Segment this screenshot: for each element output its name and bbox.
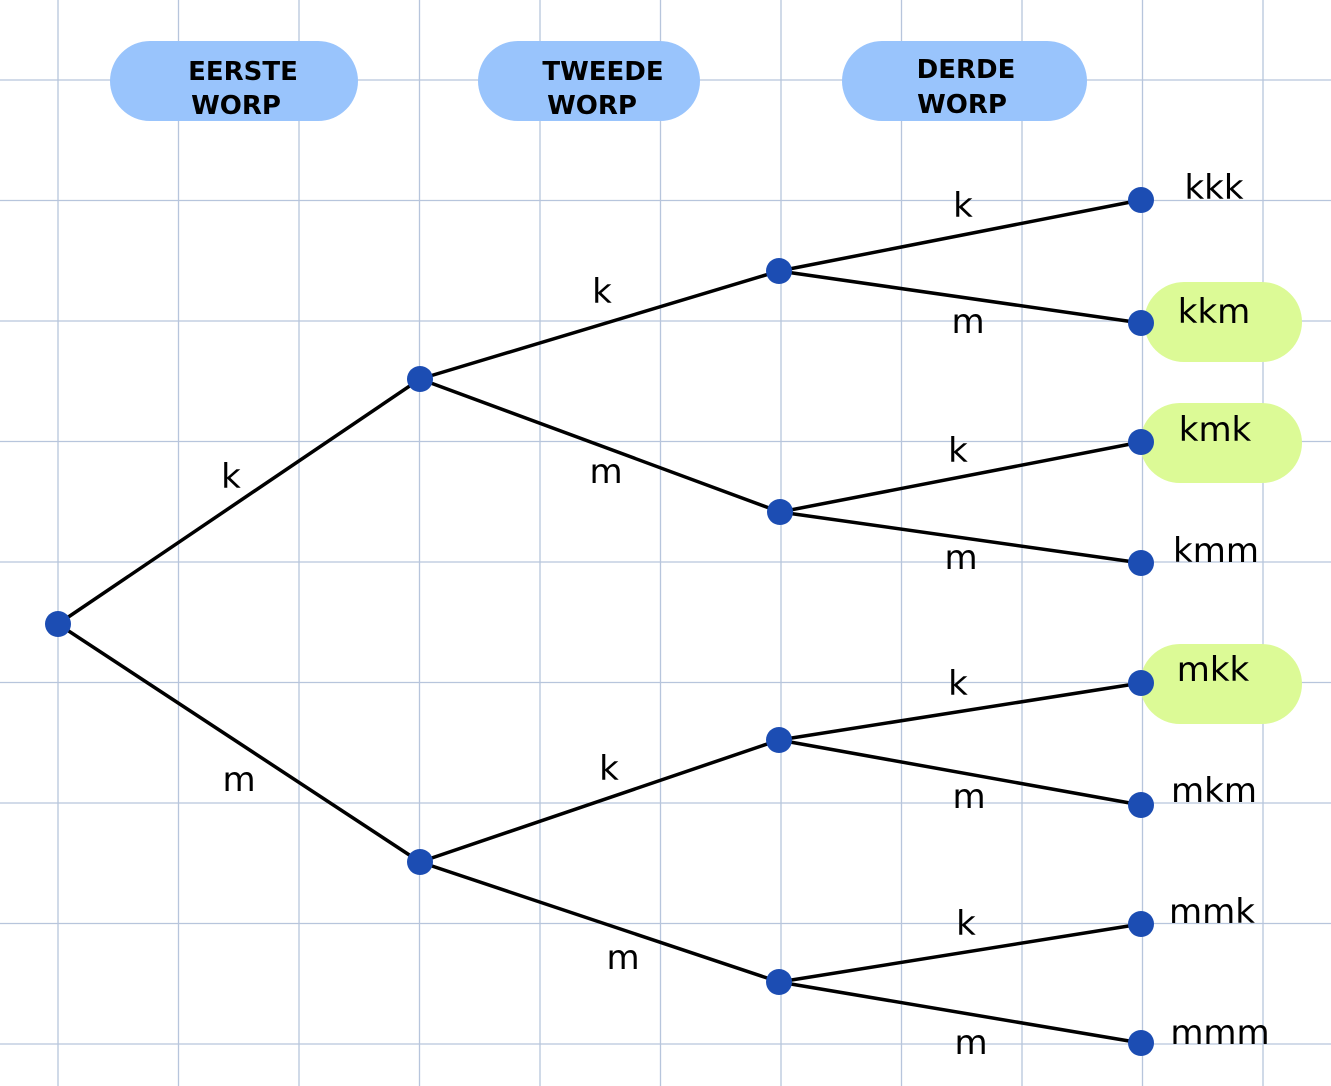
outcome-label: mmk [1169,892,1255,932]
header-line1: EERSTE [188,57,298,87]
leaf-node [1128,550,1154,576]
tree-node [407,366,433,392]
tree-node [407,849,433,875]
branch-label-k: k [221,457,241,497]
header-line2: WORP [191,91,281,121]
tree-node [766,969,792,995]
edge-third-m [777,980,1143,1045]
outcome-highlight [1140,403,1302,483]
edge-third-k [778,440,1143,514]
header-pill [110,41,358,121]
branch-label-m: m [944,538,977,578]
tree-edges [56,198,1143,1045]
branch-label-m: m [954,1023,987,1063]
edge-third-m [778,510,1143,565]
branch-label-m: m [222,760,255,800]
leaf-node [1128,792,1154,818]
branch-label-m: m [606,938,639,978]
outcome-highlight [1140,644,1302,724]
branch-label-k: k [956,904,976,944]
branch-label-k: k [948,664,968,704]
edge-first-m [56,622,422,864]
edge-third-m [777,269,1143,325]
branch-label-k: k [948,431,968,471]
header-line2: WORP [917,90,1007,120]
branch-labels: k m k m k m k m k m k m k m [221,186,987,1063]
tree-nodes [45,187,1154,1056]
edge-third-k [777,198,1143,273]
edge-third-k [777,681,1143,742]
outcome-labels: kkk kkm kmk kmm mkk mkm mmk mmm [1169,168,1270,1053]
edge-second-k [418,269,781,381]
edge-second-m [418,377,782,514]
outcome-label: kkk [1184,168,1243,208]
outcome-highlight [1144,282,1302,362]
edge-first-k [56,377,422,626]
outcome-label: mkk [1177,650,1250,690]
branch-label-m: m [589,452,622,492]
edge-third-m [777,738,1143,807]
outcome-label: kkm [1178,292,1251,332]
header-pill [842,41,1087,121]
outcome-label: kmk [1179,410,1252,450]
header-eerste-worp: EERSTE WORP [110,41,358,121]
branch-label-k: k [953,186,973,226]
edge-second-k [418,738,781,864]
leaf-node [1128,1030,1154,1056]
branch-label-k: k [592,272,612,312]
tree-node [766,258,792,284]
edge-second-m [418,860,781,984]
branch-label-k: k [599,749,619,789]
tree-node [767,499,793,525]
tree-node [766,727,792,753]
header-line1: DERDE [917,55,1016,85]
outcome-label: mkm [1171,771,1257,811]
leaf-node [1128,187,1154,213]
leaf-node [1128,911,1154,937]
leaf-node [1128,670,1154,696]
branch-label-m: m [951,302,984,342]
root-node [45,611,71,637]
leaf-node [1128,429,1154,455]
outcome-label: mmm [1170,1013,1269,1053]
edge-third-k [777,922,1143,984]
header-line1: TWEEDE [542,57,663,87]
header-tweede-worp: TWEEDE WORP [478,41,700,121]
leaf-node [1128,310,1154,336]
header-line2: WORP [547,91,637,121]
outcome-label: kmm [1173,531,1259,571]
header-derde-worp: DERDE WORP [842,41,1087,121]
branch-label-m: m [952,777,985,817]
header-pill [478,41,700,121]
